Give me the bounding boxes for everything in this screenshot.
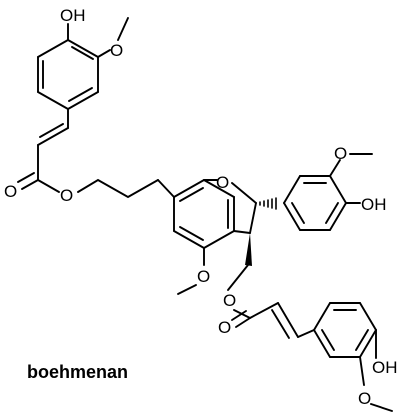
o-methoxy-right-label: O: [334, 144, 347, 163]
oh-bottom-label: OH: [372, 358, 398, 377]
hashed-bond-c2: [259, 197, 277, 210]
wedge-bond-c3: [245, 233, 252, 266]
top-carbonyl-bond-2: [17, 172, 35, 183]
o-furan-label: O: [216, 173, 229, 192]
o-carbonyl-bottom-label: O: [218, 318, 231, 337]
oh-right-label: OH: [361, 195, 387, 214]
top-aryl-ring: [37, 39, 99, 110]
bottom-methyl-bond: [370, 403, 393, 412]
furan-c3-aryl-bond: [233, 230, 251, 234]
o-methoxy-lower-label: O: [358, 389, 371, 408]
bottom-carbonyl-bond-1: [235, 317, 251, 328]
top-carbonyl-bond-1: [21, 179, 39, 190]
bottom-aryl-ring: [313, 302, 377, 358]
bottom-alpha-bond: [249, 302, 279, 319]
compound-name: boehmenan: [27, 362, 128, 382]
right-aryl-ring: [283, 175, 347, 231]
ch2-bond: [227, 264, 249, 291]
top-vinyl-double: [39, 123, 64, 138]
top-methyl-bond: [117, 17, 129, 41]
o-ester-bottom-label: O: [223, 291, 236, 310]
o-methoxy-bottom-label: O: [197, 267, 210, 286]
bottom-carbonyl-bond-2: [231, 310, 247, 321]
linker-to-aryl: [157, 179, 175, 198]
o-ester-left-label: O: [60, 186, 73, 205]
furan-c3-c2-bond: [249, 202, 257, 234]
propyl-linker: [77, 178, 159, 199]
top-vinyl-bond-2: [37, 127, 69, 146]
right-methoxy-bond: [329, 159, 341, 177]
furan-o-bond-2: [231, 182, 257, 204]
oh-top-label: OH: [60, 6, 86, 25]
bottom-vinyl-double: [271, 309, 290, 339]
o-methoxy-top-label: O: [110, 41, 123, 60]
top-ester-bond: [37, 179, 60, 193]
o-carbonyl-left-label: O: [4, 182, 17, 201]
core-methyl-bond: [177, 284, 197, 295]
bottom-vinyl-bond: [277, 302, 299, 338]
bottom-vinyl-to-aryl: [297, 329, 315, 338]
top-methoxy-bond: [97, 49, 111, 58]
benzofuran-aryl-ring: [173, 179, 235, 249]
bottom-methoxy-bond: [359, 356, 365, 386]
